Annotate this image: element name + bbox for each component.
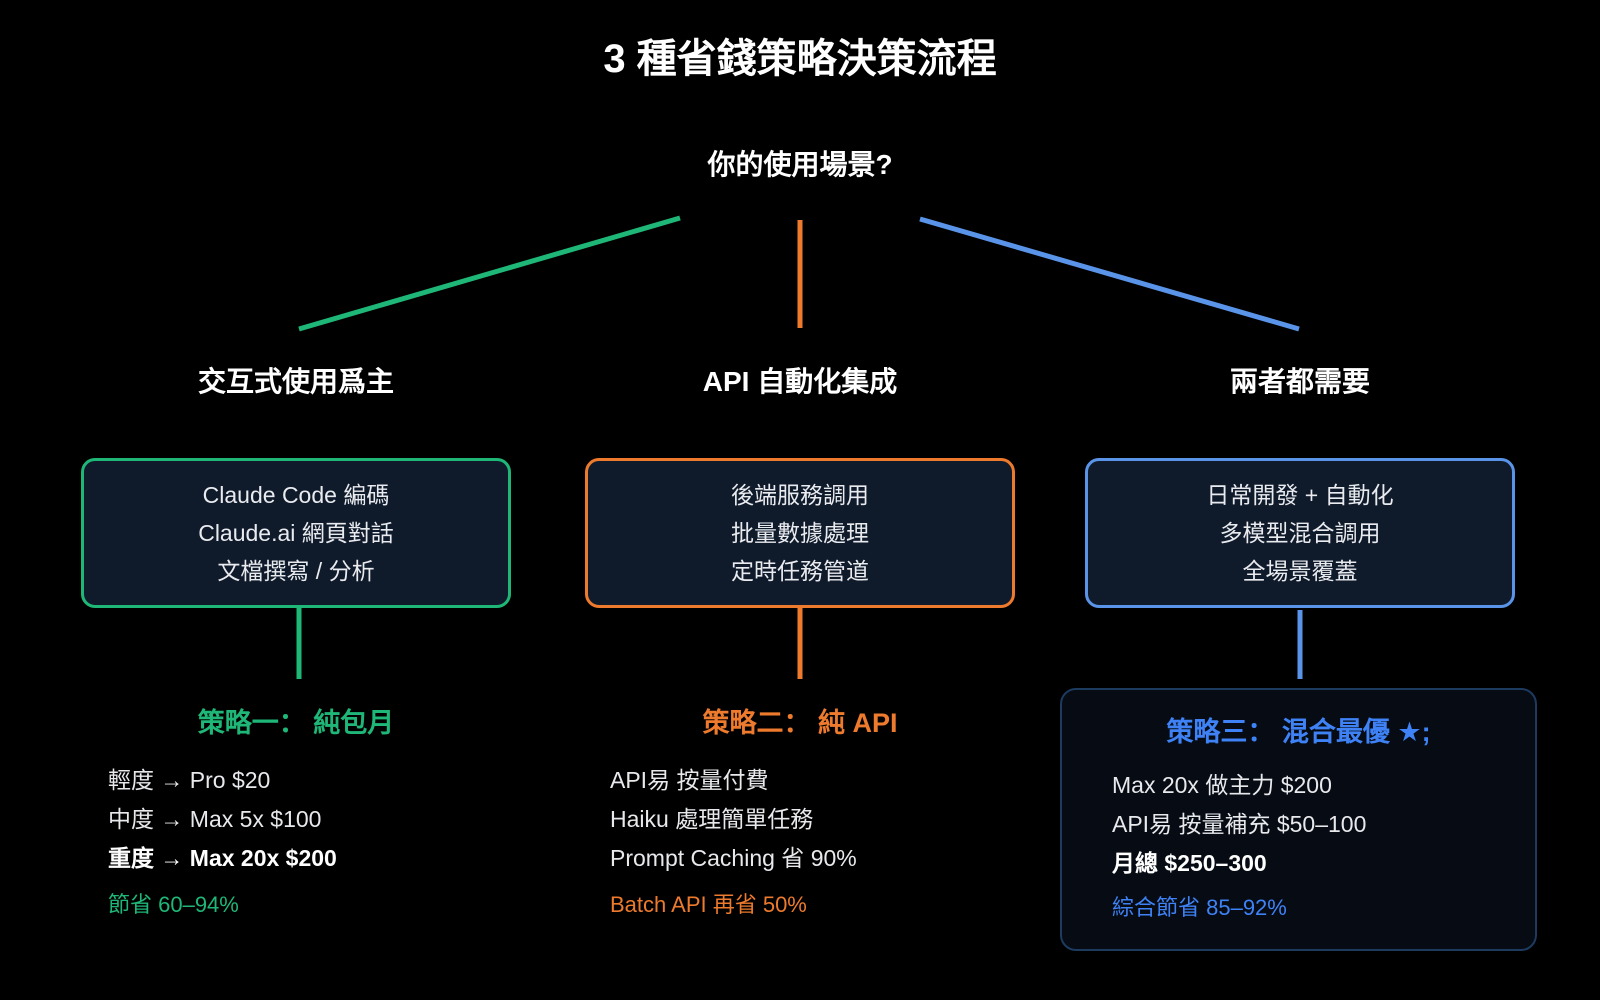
strategy-item: 月總 $250–300 <box>1112 850 1267 876</box>
strategy-2: 策略二： 純 API API易 按量付費 Haiku 處理簡單任務 Prompt… <box>585 705 1015 920</box>
strategy-item: API易 按量補充 $50–100 <box>1112 811 1367 837</box>
scenario-line: 多模型混合調用 <box>1219 520 1381 546</box>
root-question: 你的使用場景? <box>707 149 893 180</box>
strategy-3-note: 綜合節省 85–92% <box>1112 895 1287 920</box>
strategy-2-title: 策略二： 純 API <box>702 708 898 738</box>
strategy-3-items: Max 20x 做主力 $200 API易 按量補充 $50–100 月總 $2… <box>1062 766 1535 883</box>
branch-line-right <box>919 216 1300 332</box>
scenario-line: 文檔撰寫 / 分析 <box>217 558 375 584</box>
scenario-box-both: 日常開發 + 自動化 多模型混合調用 全場景覆蓋 <box>1085 458 1515 608</box>
scenario-line: 後端服務調用 <box>731 482 869 508</box>
strategy-item: Max 20x 做主力 $200 <box>1112 772 1332 798</box>
scenario-line: 批量數據處理 <box>731 520 869 546</box>
strategy-item: 中度 → Max 5x $100 <box>108 806 322 832</box>
strategy-3: 策略三： 混合最優 ★; Max 20x 做主力 $200 API易 按量補充 … <box>1062 690 1535 923</box>
page-title: 3 種省錢策略決策流程 <box>603 37 997 81</box>
scenario-box-api: 後端服務調用 批量數據處理 定時任務管道 <box>585 458 1015 608</box>
scenario-line: Claude.ai 網頁對話 <box>198 520 394 546</box>
scenario-box-interactive: Claude Code 編碼 Claude.ai 網頁對話 文檔撰寫 / 分析 <box>81 458 511 608</box>
strategy-item: 重度 → Max 20x $200 <box>108 845 337 871</box>
scenario-line: 定時任務管道 <box>731 558 869 584</box>
strategy-3-box: 策略三： 混合最優 ★; Max 20x 做主力 $200 API易 按量補充 … <box>1060 688 1537 951</box>
strategy-3-title: 策略三： 混合最優 ★; <box>1166 717 1431 747</box>
branch-label-interactive: 交互式使用爲主 <box>197 366 394 397</box>
strategy-1-note: 節省 60–94% <box>108 892 239 917</box>
strategy-2-note: Batch API 再省 50% <box>610 892 807 917</box>
strategy-item: 輕度 → Pro $20 <box>108 767 271 793</box>
scenario-line: 日常開發 + 自動化 <box>1206 482 1394 508</box>
strategy-item: Haiku 處理簡單任務 <box>610 806 814 832</box>
strategy-1: 策略一： 純包月 輕度 → Pro $20 中度 → Max 5x $100 重… <box>81 705 511 920</box>
strategy-item: API易 按量付費 <box>610 767 769 793</box>
strategy-2-items: API易 按量付費 Haiku 處理簡單任務 Prompt Caching 省 … <box>585 761 1015 878</box>
strategy-1-items: 輕度 → Pro $20 中度 → Max 5x $100 重度 → Max 2… <box>81 761 511 878</box>
branch-label-both: 兩者都需要 <box>1229 366 1370 397</box>
scenario-line: Claude Code 編碼 <box>202 482 390 508</box>
strategy-item: Prompt Caching 省 90% <box>610 845 857 871</box>
strategy-1-title: 策略一： 純包月 <box>197 708 395 738</box>
branch-label-api: API 自動化集成 <box>702 366 898 397</box>
branch-line-left <box>298 215 681 332</box>
scenario-line: 全場景覆蓋 <box>1242 558 1358 584</box>
